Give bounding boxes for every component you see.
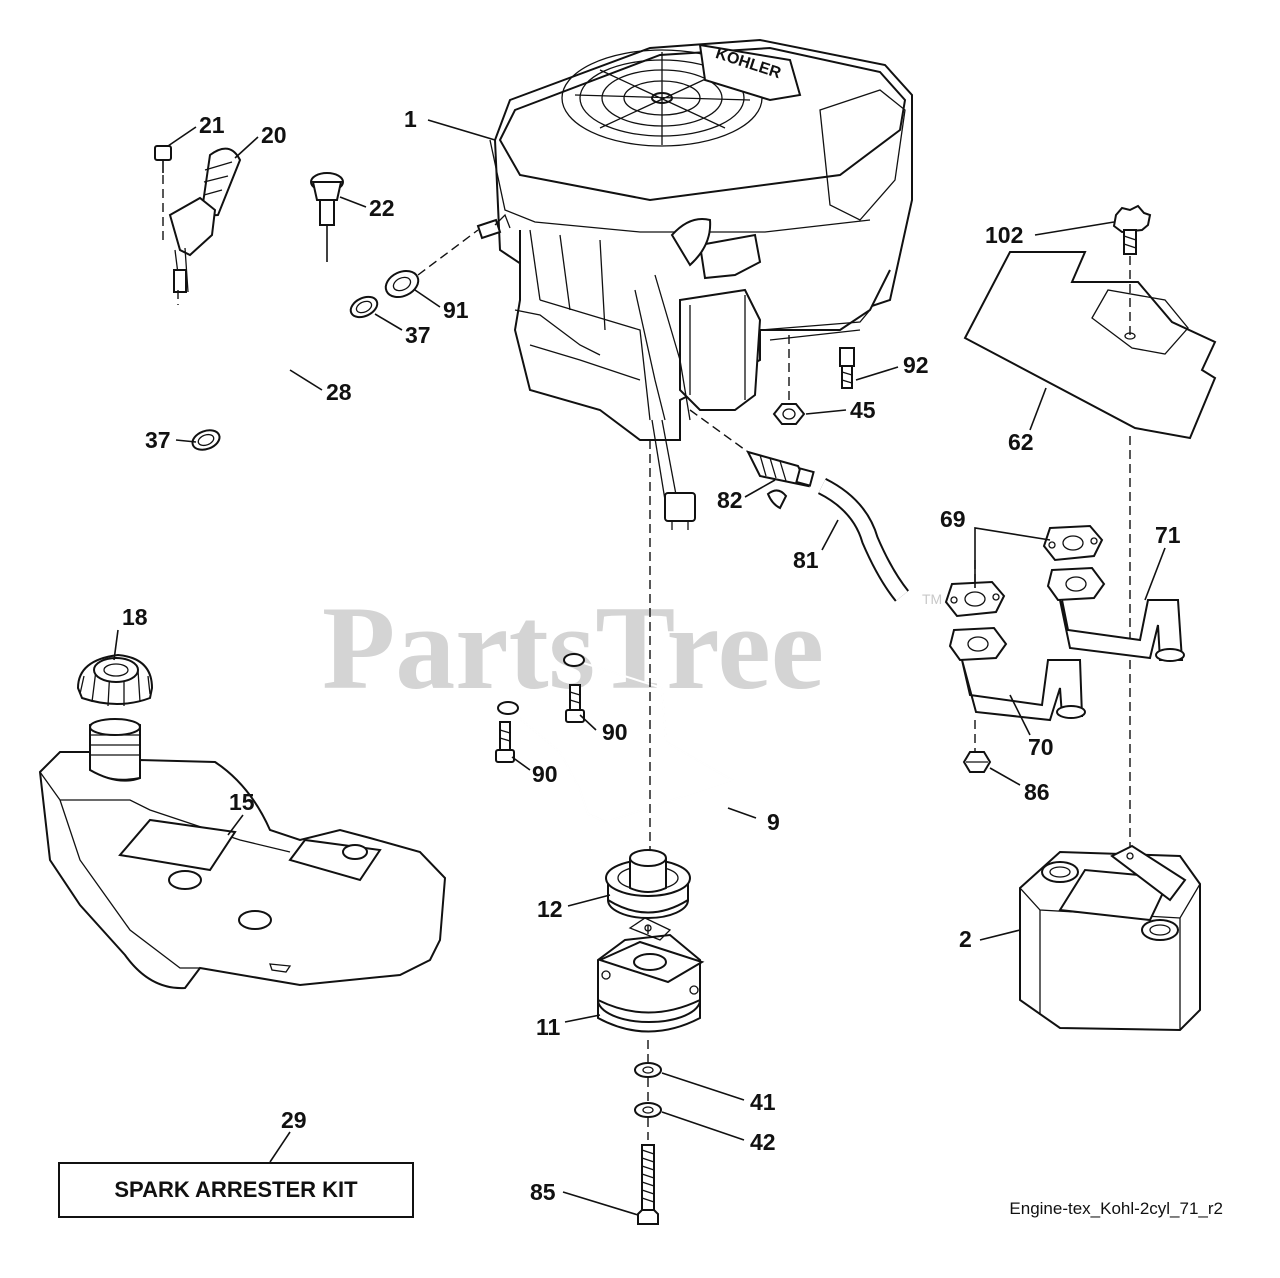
callout-70[interactable]: 70 xyxy=(1028,734,1054,760)
heat-shield-62-part[interactable] xyxy=(963,251,1217,440)
bolt-21-part[interactable] xyxy=(154,145,172,173)
callout-37-lower[interactable]: 37 xyxy=(145,427,171,453)
callout-21[interactable]: 21 xyxy=(199,112,225,138)
callout-91[interactable]: 91 xyxy=(443,297,469,323)
callout-82[interactable]: 82 xyxy=(717,487,743,513)
pulley-12-part[interactable] xyxy=(605,849,691,919)
callout-69[interactable]: 69 xyxy=(940,506,966,532)
watermark-trademark: TM xyxy=(922,591,942,607)
fuel-line-28-part[interactable] xyxy=(217,311,354,439)
kit-box-label: SPARK ARRESTER KIT xyxy=(114,1177,358,1202)
bolt-92-part[interactable] xyxy=(839,347,855,389)
nut-45-part[interactable] xyxy=(772,403,806,425)
gasket-69-upper-part[interactable] xyxy=(1042,524,1104,562)
bolt-102-part[interactable] xyxy=(1112,204,1152,255)
muffler-2-part[interactable] xyxy=(1019,844,1201,1032)
belt-guide-9-part[interactable] xyxy=(497,653,735,824)
exhaust-pipe-71-part[interactable] xyxy=(1046,566,1185,662)
throttle-control-part[interactable] xyxy=(168,147,242,293)
bolt-90-lower-part[interactable] xyxy=(495,721,515,763)
nut-86-part[interactable] xyxy=(962,751,992,773)
callout-12[interactable]: 12 xyxy=(537,896,563,922)
callout-20[interactable]: 20 xyxy=(261,122,287,148)
leader-lines xyxy=(113,119,1166,1216)
fuel-cap-18-part[interactable] xyxy=(76,653,154,707)
spark-arrester-kit-box[interactable]: SPARK ARRESTER KIT xyxy=(58,1162,414,1218)
callout-62[interactable]: 62 xyxy=(1008,429,1034,455)
callout-85[interactable]: 85 xyxy=(530,1179,556,1205)
clamp-37-lower-part[interactable] xyxy=(190,427,222,453)
bolt-90-upper-part[interactable] xyxy=(565,684,585,723)
callout-90-upper[interactable]: 90 xyxy=(602,719,628,745)
callout-86[interactable]: 86 xyxy=(1024,779,1050,805)
assembly-line xyxy=(417,229,479,276)
callout-92[interactable]: 92 xyxy=(903,352,929,378)
callout-28[interactable]: 28 xyxy=(326,379,352,405)
assembly-line xyxy=(689,409,749,453)
callout-81[interactable]: 81 xyxy=(793,547,819,573)
callout-71[interactable]: 71 xyxy=(1155,522,1181,548)
clamp-37-upper-part[interactable] xyxy=(348,293,381,321)
callout-15[interactable]: 15 xyxy=(229,789,255,815)
callout-1[interactable]: 1 xyxy=(404,106,417,132)
callout-37-upper[interactable]: 37 xyxy=(405,322,431,348)
exhaust-pipe-70-part[interactable] xyxy=(948,626,1086,722)
callout-9[interactable]: 9 xyxy=(767,809,780,835)
callout-42[interactable]: 42 xyxy=(750,1129,776,1155)
callout-102[interactable]: 102 xyxy=(985,222,1023,248)
callout-2[interactable]: 2 xyxy=(959,926,972,952)
callout-11[interactable]: 11 xyxy=(536,1014,561,1040)
callout-22[interactable]: 22 xyxy=(369,195,395,221)
fuel-filter-91-part[interactable] xyxy=(382,266,423,302)
hose-81-part[interactable] xyxy=(817,477,910,602)
fuel-valve-82-part[interactable] xyxy=(746,450,815,510)
callout-45[interactable]: 45 xyxy=(850,397,876,423)
callout-29[interactable]: 29 xyxy=(281,1107,307,1133)
callout-18[interactable]: 18 xyxy=(122,604,148,630)
fuel-tank-15-part[interactable] xyxy=(38,718,447,990)
clutch-11-part[interactable] xyxy=(597,917,705,1033)
diagram-code: Engine-tex_Kohl-2cyl_71_r2 xyxy=(1009,1199,1223,1218)
bolt-85-part[interactable] xyxy=(637,1144,659,1225)
engine-part[interactable]: KOHLER xyxy=(476,38,913,530)
washer-42-part[interactable] xyxy=(634,1102,662,1118)
callout-41[interactable]: 41 xyxy=(750,1089,776,1115)
knob-22-part[interactable] xyxy=(310,172,344,262)
callout-90-lower[interactable]: 90 xyxy=(532,761,558,787)
washer-41-part[interactable] xyxy=(634,1062,662,1078)
gasket-69-lower-part[interactable] xyxy=(944,580,1006,618)
